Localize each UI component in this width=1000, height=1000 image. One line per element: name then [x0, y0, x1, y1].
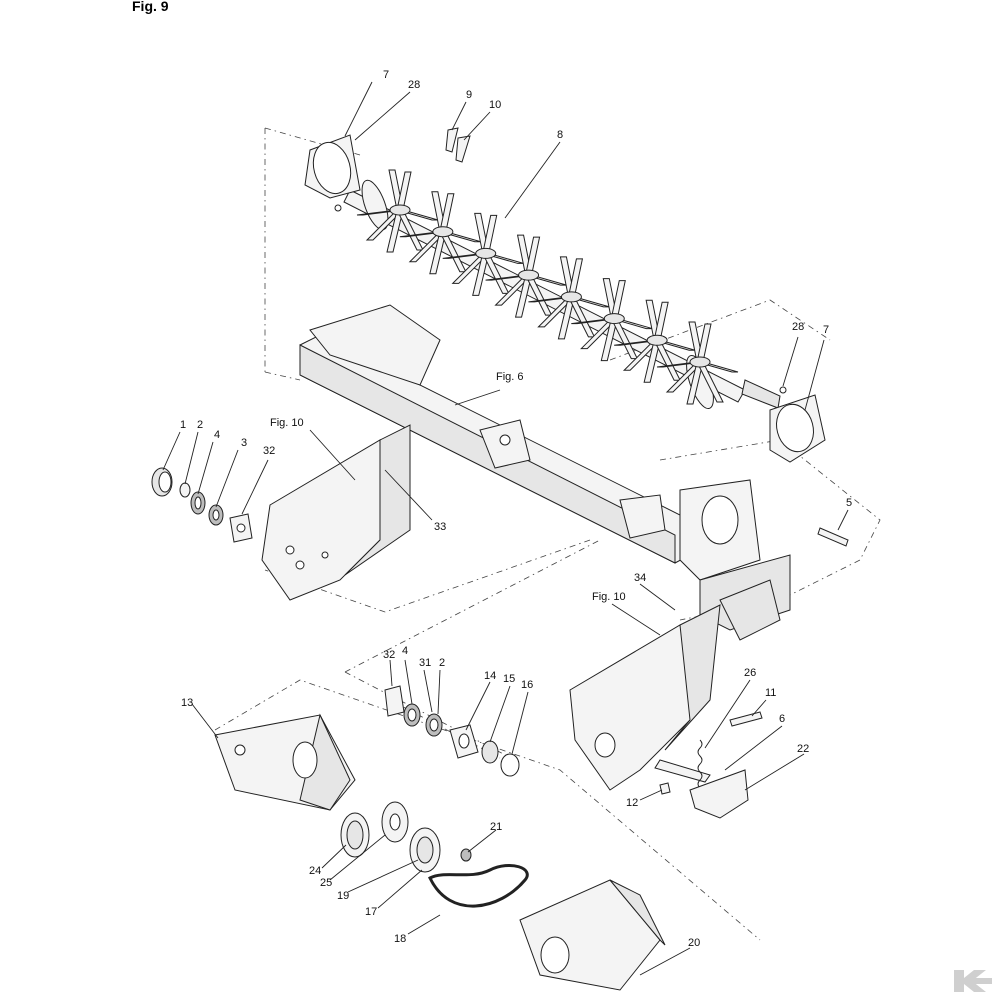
callout-1: 1	[180, 419, 186, 431]
left-bearing-stack	[151, 467, 253, 543]
rotor-shaft-assembly	[343, 169, 781, 410]
callout-7: 7	[383, 69, 389, 81]
callout-11: 11	[765, 687, 776, 699]
figure-title: Fig. 9	[132, 0, 169, 14]
end-flange-left	[304, 134, 361, 212]
brand-logo-icon	[954, 970, 992, 992]
ref-fig10-right: Fig. 10	[592, 591, 626, 603]
tine-hub	[389, 204, 411, 216]
tension-linkage	[654, 711, 763, 819]
callout-4: 4	[214, 429, 220, 441]
callout-10: 10	[489, 99, 501, 111]
drive-belt	[428, 863, 529, 908]
tine-cluster	[614, 299, 696, 383]
callout-32: 32	[383, 649, 395, 661]
callout-28: 28	[792, 321, 804, 333]
callout-labels: 7 28 9 10 8 28 7 1 2 4 3 32 33 5 34 32 4…	[180, 69, 852, 949]
pin-part-5	[817, 527, 849, 547]
tine-clips	[445, 127, 471, 163]
callout-33: 33	[434, 521, 446, 533]
callout-3: 3	[241, 437, 247, 449]
belt-cover	[519, 879, 666, 991]
tine-cluster	[399, 191, 481, 275]
tine-hub	[518, 269, 540, 281]
right-bearing-stack	[384, 685, 520, 777]
tine-hub	[603, 313, 625, 325]
callout-24: 24	[309, 865, 321, 877]
pulleys	[340, 801, 472, 873]
callout-8: 8	[557, 129, 563, 141]
callout-6: 6	[779, 713, 785, 725]
tine-hub	[689, 356, 711, 368]
callout-13: 13	[181, 697, 193, 709]
tine-cluster	[442, 212, 524, 296]
tine-hub	[560, 291, 582, 303]
rotor-tines	[356, 169, 739, 405]
tine-cluster	[485, 234, 567, 318]
callout-2: 2	[439, 657, 445, 669]
ref-fig6: Fig. 6	[496, 371, 524, 383]
callout-25: 25	[320, 877, 332, 889]
main-frame-beam	[299, 304, 791, 631]
assembly-guide-lines	[214, 127, 881, 941]
callout-21: 21	[490, 821, 502, 833]
callout-20: 20	[688, 937, 700, 949]
callout-31: 31	[419, 657, 431, 669]
callout-34: 34	[634, 572, 646, 584]
callout-19: 19	[337, 890, 349, 902]
callout-12: 12	[626, 797, 638, 809]
callout-17: 17	[365, 906, 377, 918]
leader-lines	[162, 81, 849, 976]
tine-hub	[646, 334, 668, 346]
callout-15: 15	[503, 673, 515, 685]
callout-9: 9	[466, 89, 472, 101]
callout-22: 22	[797, 743, 809, 755]
callout-14: 14	[484, 670, 496, 682]
callout-5: 5	[846, 497, 852, 509]
callout-7: 7	[823, 324, 829, 336]
gearbox-housing	[214, 713, 356, 811]
tine-cluster	[656, 321, 739, 405]
callout-16: 16	[521, 679, 533, 691]
callout-28: 28	[408, 79, 420, 91]
callout-18: 18	[394, 933, 406, 945]
left-side-plate	[261, 424, 411, 601]
callout-32: 32	[263, 445, 275, 457]
right-side-plate	[569, 579, 781, 791]
ref-fig10-left: Fig. 10	[270, 417, 304, 429]
tine-hub	[475, 247, 497, 259]
tine-hub	[432, 226, 454, 238]
tine-cluster	[356, 169, 439, 253]
tine-cluster	[571, 278, 653, 362]
callout-4: 4	[402, 645, 408, 657]
end-flange-right	[769, 386, 826, 463]
callout-2: 2	[197, 419, 203, 431]
callout-26: 26	[744, 667, 756, 679]
